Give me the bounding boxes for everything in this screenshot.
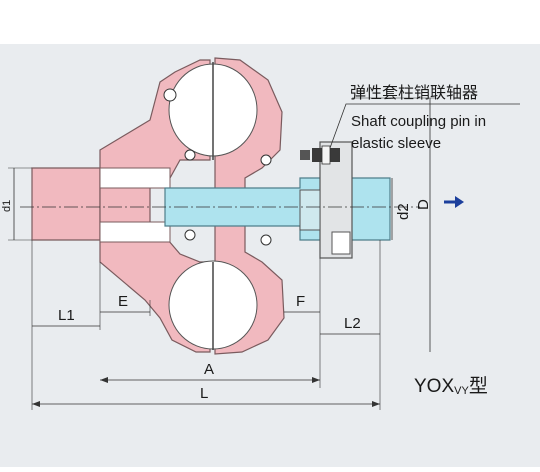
model-prefix: YOX — [414, 376, 454, 397]
callout-english-line2: elastic sleeve — [351, 135, 441, 152]
arrow-right-icon — [444, 196, 464, 208]
hub-lower — [99, 221, 171, 243]
dim-d1-label: d1 — [1, 200, 13, 212]
bearing-3 — [260, 154, 272, 166]
callout-english-line1: Shaft coupling pin in — [351, 113, 486, 130]
dim-d2-label: d2 — [395, 203, 412, 220]
dim-E-label: E — [118, 293, 128, 310]
model-label: YOXVY型 — [414, 375, 488, 397]
dim-L1-label: L1 — [58, 307, 75, 324]
bearing-2 — [184, 229, 196, 241]
fill-plug — [163, 88, 177, 102]
callout-chinese: 弹性套柱销联轴器 — [350, 84, 478, 102]
dim-D-label: D — [415, 199, 432, 210]
dim-L2-label: L2 — [344, 315, 361, 332]
A-arrow-right — [312, 377, 320, 383]
elastic-sleeve — [321, 145, 331, 165]
callout-leader — [329, 103, 520, 149]
hub-upper — [99, 167, 171, 189]
coupling-pin-lower — [331, 231, 351, 255]
dim-A-label: A — [204, 361, 214, 378]
dim-F-label: F — [296, 293, 305, 310]
L-arrow-right — [372, 401, 380, 407]
L-arrow-left — [32, 401, 40, 407]
coupling-hub — [299, 189, 321, 231]
dim-L-label: L — [200, 385, 208, 402]
bearing-1 — [184, 149, 196, 161]
top-strip — [0, 0, 540, 44]
input-shaft — [31, 167, 101, 241]
A-arrow-left — [100, 377, 108, 383]
pin-nut — [300, 150, 310, 160]
model-suffix: 型 — [469, 375, 488, 397]
model-subscript: VY — [454, 385, 469, 397]
bearing-4 — [260, 234, 272, 246]
